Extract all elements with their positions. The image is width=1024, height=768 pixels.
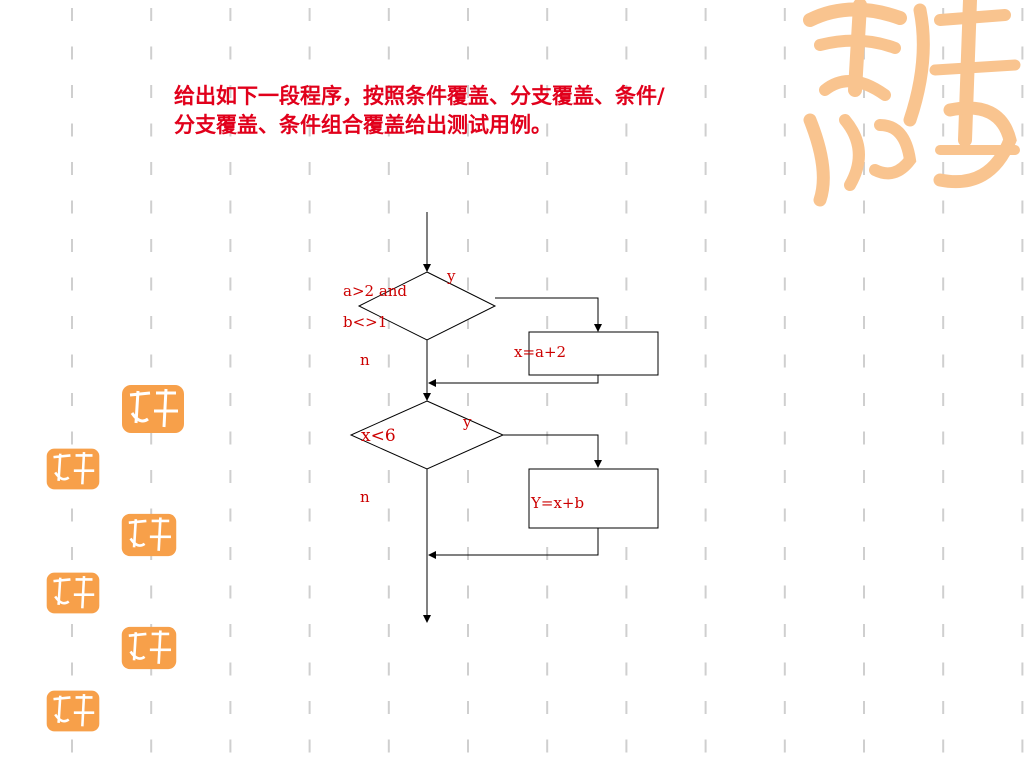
slide-title-line-1: 给出如下一段程序，按照条件覆盖、分支覆盖、条件/	[174, 84, 665, 108]
slide-title-line-2: 分支覆盖、条件组合覆盖给出测试用例。	[174, 113, 552, 137]
decision-2-condition: x<6	[361, 426, 396, 446]
stamp-icon	[122, 385, 184, 433]
decision-1-condition-line-1: a>2 and	[343, 282, 408, 300]
stamp-icon	[46, 448, 100, 490]
decision-2-no-label: n	[360, 488, 370, 506]
process-2-label: Y=x+b	[531, 494, 585, 512]
process-2-box	[528, 468, 659, 529]
decision-1-no-label: n	[360, 351, 370, 369]
decision-1-yes-arrow	[495, 297, 602, 332]
process-1-box	[528, 331, 659, 376]
stamp-icon	[121, 513, 177, 557]
decision-2-yes-label: y	[463, 413, 472, 431]
decision-1-yes-label: y	[447, 267, 456, 285]
stamp-icon	[46, 690, 100, 732]
process-2-return-arrow	[428, 528, 599, 559]
decision-1-condition-line-2: b<>1	[343, 313, 388, 331]
decision-2-yes-arrow	[503, 434, 602, 468]
process-1-label: x=a+2	[514, 343, 567, 361]
corner-seal-icon	[803, 0, 1021, 207]
slide-title: 给出如下一段程序，按照条件覆盖、分支覆盖、条件/ 分支覆盖、条件组合覆盖给出测试…	[174, 82, 874, 140]
process-1-return-arrow	[428, 375, 599, 387]
stamp-icon	[46, 572, 100, 614]
stamp-icon	[121, 626, 177, 670]
